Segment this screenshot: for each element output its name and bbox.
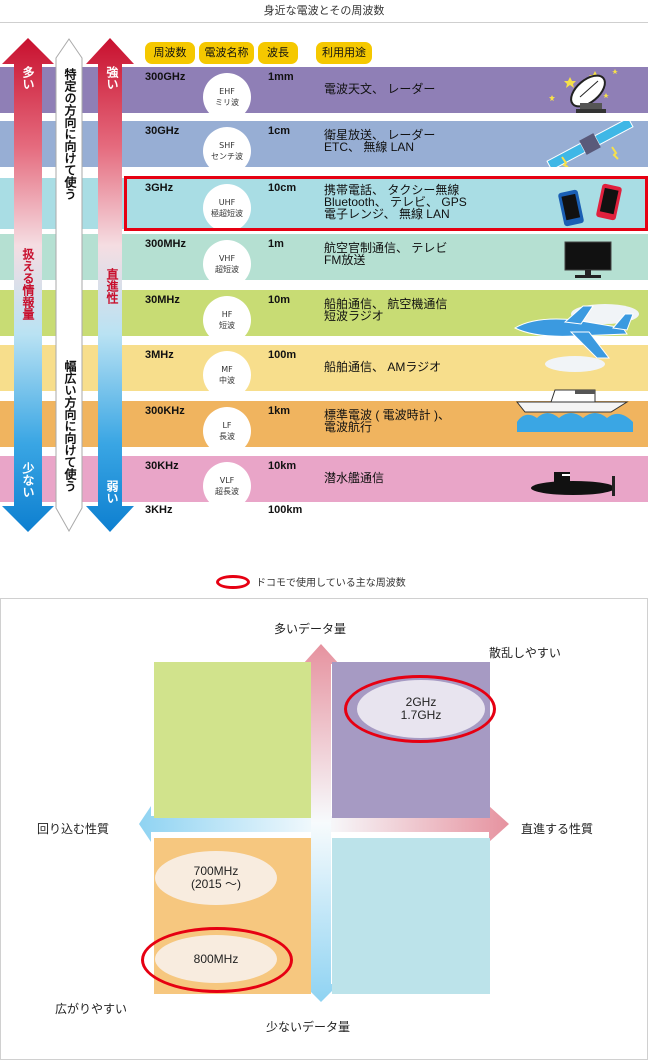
- band-uses: 標準電波 ( 電波時計 )、 電波航行: [324, 408, 450, 434]
- straightness-arrow: [86, 38, 134, 532]
- band-uses: 船舶通信、 AMラジオ: [324, 360, 442, 374]
- band-japanese-name: センチ波: [211, 152, 243, 161]
- band-wavelength: 1cm: [268, 125, 291, 137]
- title-divider: [0, 22, 648, 23]
- band-japanese-name: 超長波: [215, 487, 239, 496]
- tv-monitor-icon: [564, 241, 612, 278]
- band-uses: 船舶通信、 航空機通信 短波ラジオ: [324, 297, 448, 323]
- band-frequency: 300MHz: [145, 238, 186, 250]
- red-ellipse-icon: [216, 574, 250, 589]
- satellite-icon: [546, 121, 634, 167]
- info-amount-arrow: [2, 38, 54, 532]
- band-frequency: 300KHz: [145, 405, 185, 417]
- band-japanese-name: 長波: [219, 432, 235, 441]
- band-frequency: 3GHz: [145, 182, 174, 194]
- frequency-ellipse-700mhz: 700MHz (2015 ～): [155, 851, 277, 905]
- axis-label-left: 回り込む性質: [37, 822, 110, 836]
- band-japanese-name: 極超短波: [211, 209, 243, 218]
- band-wavelength: 1m: [268, 238, 284, 250]
- axis-arrows: [139, 644, 509, 1002]
- band-japanese-name: 短波: [219, 321, 235, 330]
- direction-arrow: [55, 38, 83, 532]
- band-name-badge: UHF 極超短波: [203, 184, 251, 232]
- band-uses: 携帯電話、 タクシー無線 Bluetooth、 テレビ、 GPS 電子レンジ、 …: [324, 183, 467, 221]
- bottom-wavelength: 100km: [268, 504, 303, 516]
- band-wavelength: 1mm: [268, 71, 294, 83]
- corner-label-scatter: 散乱しやすい: [489, 646, 561, 660]
- header-wavelength: 波長: [258, 42, 298, 64]
- band-code: SHF: [219, 141, 235, 150]
- band-code: VLF: [219, 476, 235, 485]
- quadrant-panel: 2GHz 1.7GHz 700MHz (2015 ～) 800MHz 多いデータ…: [0, 598, 648, 1060]
- quadrant-bottom-right: [332, 838, 490, 994]
- band-frequency: 30MHz: [145, 294, 180, 306]
- header-wave-name: 電波名称: [199, 42, 254, 64]
- legend-label: ドコモで使用している主な周波数: [256, 578, 406, 589]
- band-code: HF: [221, 310, 233, 319]
- band-wavelength: 1km: [268, 405, 291, 417]
- axis-label-top: 多いデータ量: [274, 622, 347, 636]
- info-low-label: 少ない: [21, 462, 35, 498]
- quadrant-top-left: [154, 662, 311, 818]
- straightness-label: 直進性: [105, 268, 119, 304]
- band-name-badge: LF 長波: [203, 407, 251, 455]
- directional-use-label: 特定の方向に向けて使う: [63, 68, 77, 200]
- ship-icon: [515, 389, 633, 432]
- docomo-ring-2ghz: [344, 675, 496, 743]
- band-name-badge: HF 短波: [203, 296, 251, 344]
- wide-use-label: 幅広い方向に向けて使う: [63, 360, 77, 492]
- docomo-highlight-frame: [124, 176, 648, 231]
- band-frequency: 3MHz: [145, 349, 174, 361]
- straightness-strong-label: 強い: [105, 66, 119, 90]
- legend: ドコモで使用している主な周波数: [216, 574, 406, 589]
- corner-label-spread: 広がりやすい: [55, 1002, 128, 1016]
- band-frequency: 300GHz: [145, 71, 186, 83]
- axis-label-bottom: 少ないデータ量: [266, 1020, 351, 1034]
- band-frequency: 30KHz: [145, 460, 179, 472]
- band-wavelength: 100m: [268, 349, 297, 361]
- band-wavelength: 10cm: [268, 182, 297, 194]
- band-uses: 潜水艦通信: [324, 471, 385, 485]
- band-uses: 航空官制通信、 テレビ FM放送: [324, 241, 448, 267]
- band-uses: 電波天文、 レーダー: [324, 82, 436, 96]
- smartphone-icon: [558, 183, 622, 227]
- band-uses: 衛星放送、 レーダー ETC、 無線 LAN: [324, 128, 436, 154]
- info-amount-label: 扱える情報量: [21, 248, 35, 320]
- band-code: MF: [221, 365, 233, 374]
- band-japanese-name: ミリ波: [215, 98, 239, 107]
- info-high-label: 多い: [21, 66, 35, 90]
- band-code: LF: [222, 421, 232, 430]
- band-name-badge: EHF ミリ波: [203, 73, 251, 121]
- axis-label-right: 直進する性質: [521, 822, 594, 836]
- band-wavelength: 10km: [268, 460, 297, 472]
- band-code: UHF: [218, 198, 236, 207]
- band-name-badge: SHF センチ波: [203, 127, 251, 175]
- bottom-frequency: 3KHz: [145, 504, 173, 516]
- satellite-dish-icon: [549, 69, 618, 113]
- band-japanese-name: 中波: [219, 376, 235, 385]
- docomo-ring-800mhz: [141, 927, 293, 993]
- band-code: EHF: [219, 87, 235, 96]
- band-name-badge: VLF 超長波: [203, 462, 251, 510]
- band-code: VHF: [218, 254, 236, 263]
- page-title: 身近な電波とその周波数: [263, 4, 385, 17]
- straightness-weak-label: 弱い: [105, 480, 119, 504]
- airplane-icon: [513, 304, 639, 372]
- legend-divider: [0, 598, 648, 599]
- header-frequency: 周波数: [145, 42, 195, 64]
- band-name-badge: MF 中波: [203, 351, 251, 399]
- band-frequency: 30GHz: [145, 125, 180, 137]
- band-wavelength: 10m: [268, 294, 291, 306]
- header-usage: 利用用途: [316, 42, 372, 64]
- submarine-icon: [531, 472, 615, 496]
- band-name-badge: VHF 超短波: [203, 240, 251, 288]
- band-japanese-name: 超短波: [215, 265, 239, 274]
